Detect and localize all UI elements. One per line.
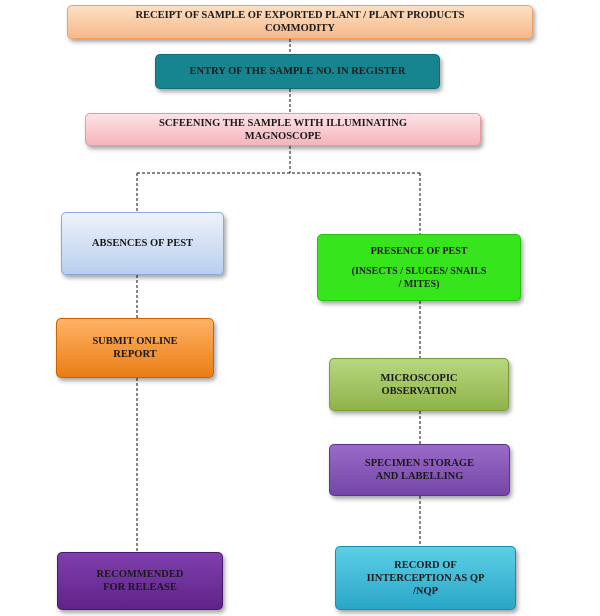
presence-line-1: PRESENCE OF PEST [370,245,468,257]
screening-line-1: SCFEENING THE SAMPLE WITH ILLUMINATING [159,117,407,129]
entry-line-1: ENTRY OF THE SAMPLE NO. IN REGISTER [189,66,406,77]
record-of-interception-box: RECORD OF IINTERCEPTION AS QP /NQP [335,546,516,610]
presence-line-2: (INSECTS / SLUGES/ SNAILS [351,265,487,277]
submit-line-2: REPORT [113,349,157,360]
recommended-line-1: RECOMMENDED [96,569,184,580]
microscopic-line-1: MICROSCOPIC [380,372,458,384]
record-line-2: IINTERCEPTION AS QP [366,572,485,584]
presence-line-3: / MITES) [398,278,440,290]
screening-line-2: MAGNOSCOPE [244,130,322,142]
absence-line-1: ABSENCES OF PEST [91,238,194,249]
submit-line-1: SUBMIT ONLINE [92,336,178,347]
receipt-of-sample-box: RECEIPT OF SAMPLE OF EXPORTED PLANT / PL… [67,5,533,39]
receipt-line-1: RECEIPT OF SAMPLE OF EXPORTED PLANT / PL… [135,10,465,21]
specimen-storage-box: SPECIMEN STORAGE AND LABELLING [329,444,510,496]
specimen-line-1: SPECIMEN STORAGE [364,458,475,469]
screening-sample-box: SCFEENING THE SAMPLE WITH ILLUMINATING M… [85,113,481,146]
recommended-for-release-box: RECOMMENDED FOR RELEASE [57,552,223,610]
record-line-1: RECORD OF [394,559,457,571]
record-line-3: /NQP [412,585,439,597]
submit-online-report-box: SUBMIT ONLINE REPORT [56,318,214,378]
microscopic-observation-box: MICROSCOPIC OBSERVATION [329,358,509,411]
specimen-line-2: AND LABELLING [375,471,464,482]
entry-in-register-box: ENTRY OF THE SAMPLE NO. IN REGISTER [155,54,440,89]
receipt-line-2: COMMODITY [265,23,335,34]
absence-of-pest-box: ABSENCES OF PEST [61,212,224,275]
recommended-line-2: FOR RELEASE [103,582,177,593]
microscopic-line-2: OBSERVATION [381,385,457,397]
presence-of-pest-box: PRESENCE OF PEST (INSECTS / SLUGES/ SNAI… [317,234,521,301]
